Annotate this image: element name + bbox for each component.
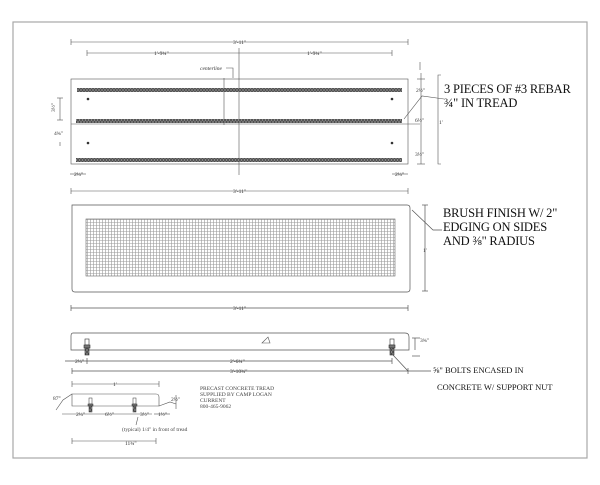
front-elevation bbox=[65, 332, 431, 374]
elevation-bolt-spacing-dim: 2'-6¾" bbox=[230, 358, 245, 365]
section-dim-3: 3½" bbox=[140, 411, 149, 418]
section-dim-4: 1½" bbox=[158, 411, 167, 418]
elevation-thickness-dim: 3¾" bbox=[420, 337, 429, 344]
bolt-callout-line1: BOLTS ENCASED IN bbox=[444, 365, 524, 375]
brush-finish-callout: BRUSH FINISH W/ 2" EDGING ON SIDES AND ⅜… bbox=[443, 206, 557, 248]
finish-depth-dim: 1' bbox=[423, 248, 427, 254]
brush-callout-line2: EDGING ON SIDES bbox=[443, 220, 547, 234]
dim-right-2: 6½" bbox=[415, 117, 424, 124]
dim-edge-offset-right: 2¼" bbox=[395, 172, 404, 178]
supplier-line3: CURRENT bbox=[200, 398, 226, 405]
section-dim-2: 6½" bbox=[105, 411, 114, 418]
rebar-callout-line1: 3 PIECES OF #3 REBAR bbox=[444, 82, 571, 96]
dim-half-left: 1'-9¾" bbox=[154, 50, 169, 57]
bolt-left bbox=[83, 338, 91, 356]
centerline-label: centerline bbox=[200, 66, 223, 72]
dim-right-1: 2½" bbox=[416, 87, 425, 94]
elevation-bolt-offset-dim: 2¼" bbox=[75, 359, 84, 365]
section-bottom-dim: 11¾" bbox=[125, 440, 137, 447]
dim-overall-length: 3'-11" bbox=[233, 40, 246, 46]
bolt-callout: ⅝" BOLTS ENCASED IN bbox=[433, 365, 524, 376]
bolt-callout-line2: CONCRETE W/ SUPPORT NUT bbox=[437, 382, 553, 392]
finish-view bbox=[70, 204, 442, 311]
dim-half-right: 1'-9¾" bbox=[307, 50, 322, 57]
section-angle-dim: 87° bbox=[53, 395, 61, 402]
brush-finish-area bbox=[85, 218, 396, 277]
dim-left-lower: 4¾" bbox=[54, 130, 63, 137]
rebar-callout-line2: ¾" IN TREAD bbox=[444, 96, 518, 110]
bolt-markers bbox=[86, 97, 394, 145]
sheet-border bbox=[12, 21, 588, 459]
rebar-callout: 3 PIECES OF #3 REBAR ¾" IN TREAD bbox=[444, 82, 571, 110]
section-bolts bbox=[87, 397, 138, 413]
overhang-note: (typical) 1/4" in front of tread bbox=[122, 427, 188, 433]
dim-depth: 1' bbox=[439, 120, 443, 126]
section-width-dim: 1' bbox=[113, 382, 117, 388]
elevation-bottom-length-dim: 3'-10¾" bbox=[230, 368, 247, 375]
supplier-line4: 800-465-9062 bbox=[200, 404, 232, 411]
dim-bottom-length: 3'-11" bbox=[233, 189, 246, 195]
section-height-dim: 2½" bbox=[171, 396, 180, 403]
dim-right-3: 3½" bbox=[415, 151, 424, 158]
bolt-size: ⅝" bbox=[433, 365, 443, 375]
brush-callout-line1: BRUSH FINISH W/ 2" bbox=[443, 206, 558, 220]
dim-edge-offset-left: 2¼" bbox=[74, 172, 83, 178]
finish-length-dim: 3'-11" bbox=[233, 306, 246, 312]
plan-view bbox=[57, 39, 445, 194]
section-dim-1: 2¼" bbox=[76, 412, 85, 418]
side-section bbox=[55, 381, 177, 444]
rebar-top bbox=[77, 88, 402, 92]
bolt-right bbox=[388, 338, 396, 356]
dim-left-upper: 3½" bbox=[50, 103, 57, 112]
supplier-line2: SUPPLIED BY CAMP LOGAN bbox=[200, 392, 272, 399]
supplier-note: PRECAST CONCRETE TREAD SUPPLIED BY CAMP … bbox=[200, 386, 274, 411]
rebar-bottom bbox=[76, 158, 402, 162]
supplier-line1: PRECAST CONCRETE TREAD bbox=[200, 386, 275, 392]
brush-callout-line3: AND ⅜" RADIUS bbox=[443, 234, 535, 248]
rebar-middle bbox=[76, 119, 402, 123]
